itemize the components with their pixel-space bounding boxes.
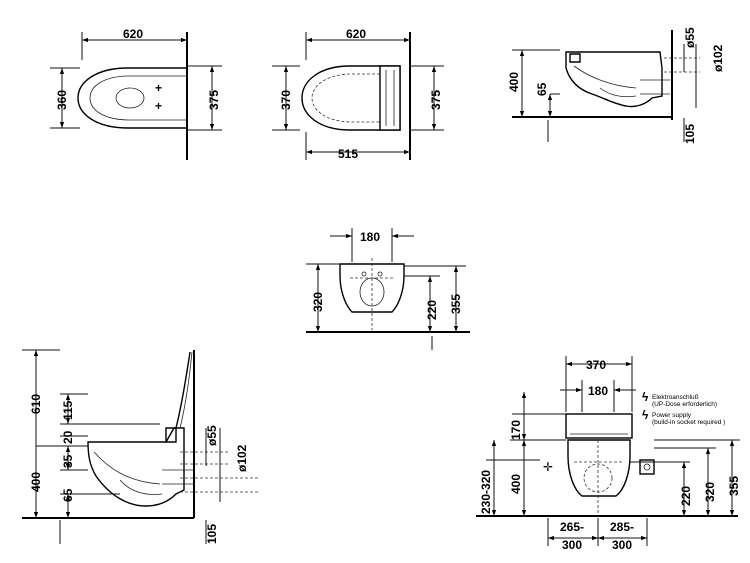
dim-620: 620	[346, 27, 366, 41]
seat-hinge-block	[379, 65, 401, 131]
note-de-1: Elektroanschluß	[652, 394, 699, 401]
pan-rim	[89, 75, 187, 121]
top-view-pan: + + 620 360 375	[50, 27, 222, 160]
side-pan-body	[565, 51, 663, 108]
dim-355: 355	[449, 294, 463, 314]
pan-outline	[77, 67, 187, 129]
dim-400: 400	[507, 72, 521, 92]
front-view-seat: ✛ 370 180 170 230-320 400 220 320	[476, 356, 741, 552]
dim-105: 105	[205, 524, 219, 544]
dim-375: 375	[429, 90, 443, 110]
dim-180: 180	[588, 384, 608, 398]
dim-515: 515	[338, 147, 358, 161]
dim-620: 620	[123, 27, 143, 41]
dim-65: 65	[535, 82, 549, 96]
side-view-seat: 610 115 20 35 400 65 ø55 ø102 105	[22, 349, 260, 544]
dim-180: 180	[360, 230, 380, 244]
dim-320: 320	[703, 482, 717, 502]
dim-610: 610	[29, 394, 43, 414]
front-pan-body	[339, 263, 405, 313]
dim-375: 375	[207, 90, 221, 110]
side-view-pan: 400 65 ø55 ø102 105	[507, 27, 725, 144]
dim-320: 320	[311, 292, 325, 312]
dim-400: 400	[29, 472, 43, 492]
seat-hidden-line	[311, 73, 395, 123]
lightning-icon: ϟ	[642, 408, 649, 422]
dim-pipe-55: ø55	[683, 27, 697, 48]
dim-220: 220	[425, 300, 439, 320]
front-seat-bowl	[567, 439, 631, 497]
svg-text:+: +	[155, 81, 162, 95]
note-de-2: (UP-Dose erforderlich)	[652, 401, 717, 408]
dim-pipe-102: ø102	[235, 444, 249, 472]
dim-35: 35	[61, 454, 75, 468]
dim-370: 370	[586, 358, 606, 372]
power-socket	[639, 459, 655, 475]
dim-170: 170	[509, 420, 523, 440]
dim-220: 220	[679, 486, 693, 506]
note-en-2: (build-in socket required )	[652, 419, 725, 426]
dim-370: 370	[279, 90, 293, 110]
seat-cable	[175, 351, 191, 429]
dim-355: 355	[727, 476, 741, 496]
svg-text:+: +	[155, 99, 162, 113]
side-seat-body	[87, 427, 185, 507]
top-view-seat: 620 370 375 515	[272, 27, 444, 161]
dim-105: 105	[683, 124, 697, 144]
dim-115: 115	[61, 400, 75, 420]
dim-285: 285-	[610, 520, 634, 534]
lightning-icon: ϟ	[642, 390, 649, 404]
dim-300-right: 300	[612, 538, 632, 552]
dim-pipe-102: ø102	[711, 44, 725, 72]
dim-300-left: 300	[562, 538, 582, 552]
dim-pipe-55: ø55	[205, 425, 219, 446]
dim-230-320: 230-320	[479, 470, 493, 514]
front-view-pan: 180 320 220 355	[306, 228, 470, 350]
dim-400: 400	[509, 474, 523, 494]
pan-outlet	[115, 87, 145, 109]
dim-265: 265-	[560, 520, 584, 534]
dim-20: 20	[61, 430, 75, 444]
seat-outline	[301, 65, 401, 131]
dim-65: 65	[61, 488, 75, 502]
cross-mark: ✛	[543, 460, 553, 474]
note-en-1: Power supply	[652, 412, 692, 419]
dim-360: 360	[55, 90, 69, 110]
